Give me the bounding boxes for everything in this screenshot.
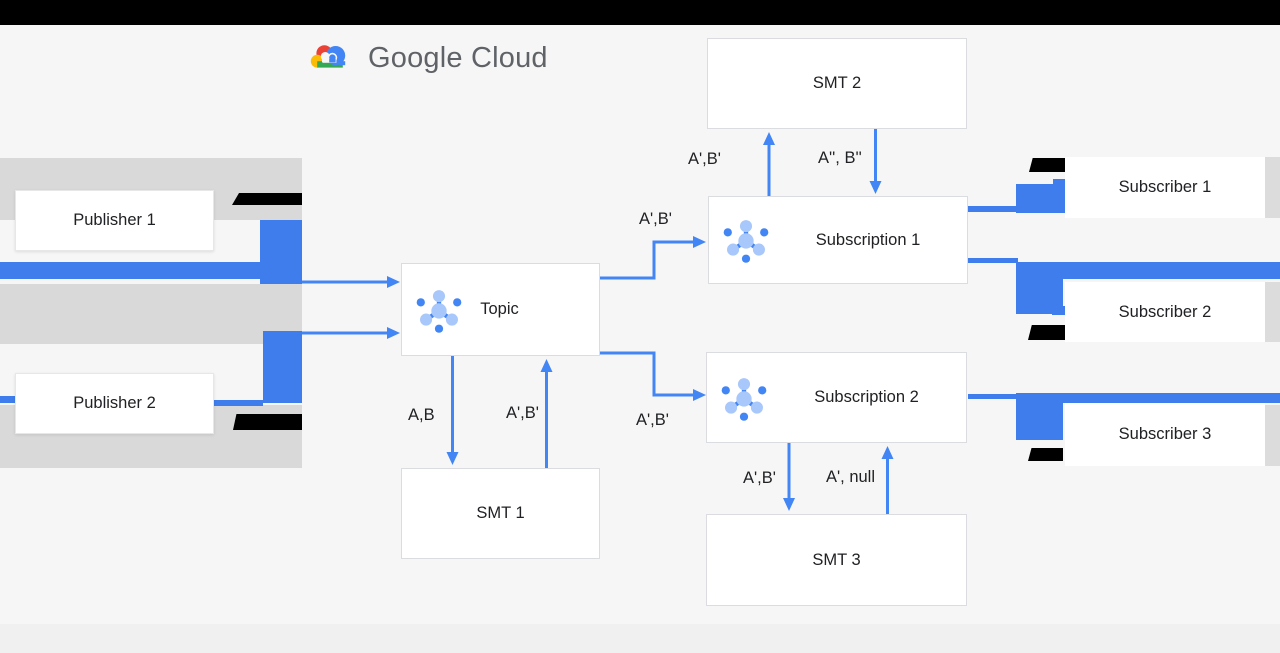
node-smt-3: SMT 3 <box>706 514 967 606</box>
node-subscriber-1: Subscriber 1 <box>1065 157 1265 218</box>
node-label: Subscriber 3 <box>1118 425 1212 443</box>
edge-label-smt2-sub1: A'', B'' <box>818 149 862 167</box>
pubsub-icon <box>416 289 462 333</box>
node-subscriber-2: Subscriber 2 <box>1065 282 1265 342</box>
redaction-mark <box>232 193 302 205</box>
google-cloud-wordmark: Google Cloud <box>368 41 548 74</box>
edge-label-topic-sub2: A',B' <box>636 411 669 429</box>
edge-label-smt1-topic: A',B' <box>506 404 539 422</box>
node-smt-1: SMT 1 <box>401 468 600 559</box>
bottom-strip <box>0 624 1280 653</box>
highlight-step <box>1052 306 1067 315</box>
highlight-block <box>1016 262 1063 314</box>
highlight-bar <box>1016 262 1280 279</box>
pubsub-icon <box>723 220 769 263</box>
highlight-bar <box>1016 393 1280 403</box>
highlight-line <box>968 394 1017 399</box>
node-label: Subscription 2 <box>814 388 919 406</box>
node-label: Publisher 1 <box>73 211 156 229</box>
edge-label-smt3-sub2: A', null <box>826 468 876 486</box>
gray-strip <box>1265 405 1280 466</box>
gray-band <box>0 284 302 344</box>
node-subscription-2: Subscription 2 <box>706 352 967 443</box>
node-publisher-2: Publisher 2 <box>15 373 214 434</box>
highlight-block <box>263 331 302 403</box>
node-topic: Topic <box>401 263 600 356</box>
node-label: Topic <box>480 300 519 318</box>
edge-label-topic-sub1: A',B' <box>639 210 672 228</box>
highlight-block <box>1016 393 1063 440</box>
highlight-stub <box>0 396 15 403</box>
node-subscriber-3: Subscriber 3 <box>1065 403 1265 466</box>
node-label: Publisher 2 <box>73 394 156 412</box>
node-publisher-1: Publisher 1 <box>15 190 214 251</box>
highlight-bar <box>0 262 263 279</box>
redaction-mark <box>1029 158 1066 172</box>
node-subscription-1: Subscription 1 <box>708 196 968 284</box>
highlight-line <box>214 400 263 406</box>
gray-strip <box>1265 157 1280 218</box>
google-cloud-icon <box>310 45 346 68</box>
highlight-block <box>260 220 302 284</box>
pubsub-icon <box>721 377 767 421</box>
redaction-mark <box>1028 325 1066 340</box>
node-label: SMT 2 <box>812 74 862 92</box>
edge-label-sub1-smt2: A',B' <box>688 150 721 168</box>
highlight-line <box>968 258 1018 263</box>
node-label: SMT 3 <box>812 550 861 569</box>
edge-label-topic-smt1: A,B <box>408 406 435 424</box>
node-label: SMT 1 <box>476 504 525 522</box>
google-cloud-logo: Google Cloud <box>306 38 548 78</box>
edge-label-sub2-smt3: A',B' <box>743 469 776 487</box>
highlight-line <box>968 206 1018 212</box>
node-label: Subscriber 1 <box>1118 178 1212 196</box>
node-label: Subscriber 2 <box>1118 302 1212 321</box>
redaction-mark <box>1028 448 1063 461</box>
top-black-bar <box>0 0 1280 25</box>
node-label: Subscription 1 <box>815 230 921 249</box>
highlight-step <box>1053 179 1067 186</box>
redaction-mark <box>233 414 302 430</box>
node-smt-2: SMT 2 <box>707 38 967 129</box>
gray-strip <box>1265 282 1280 342</box>
highlight-block <box>1016 184 1067 213</box>
